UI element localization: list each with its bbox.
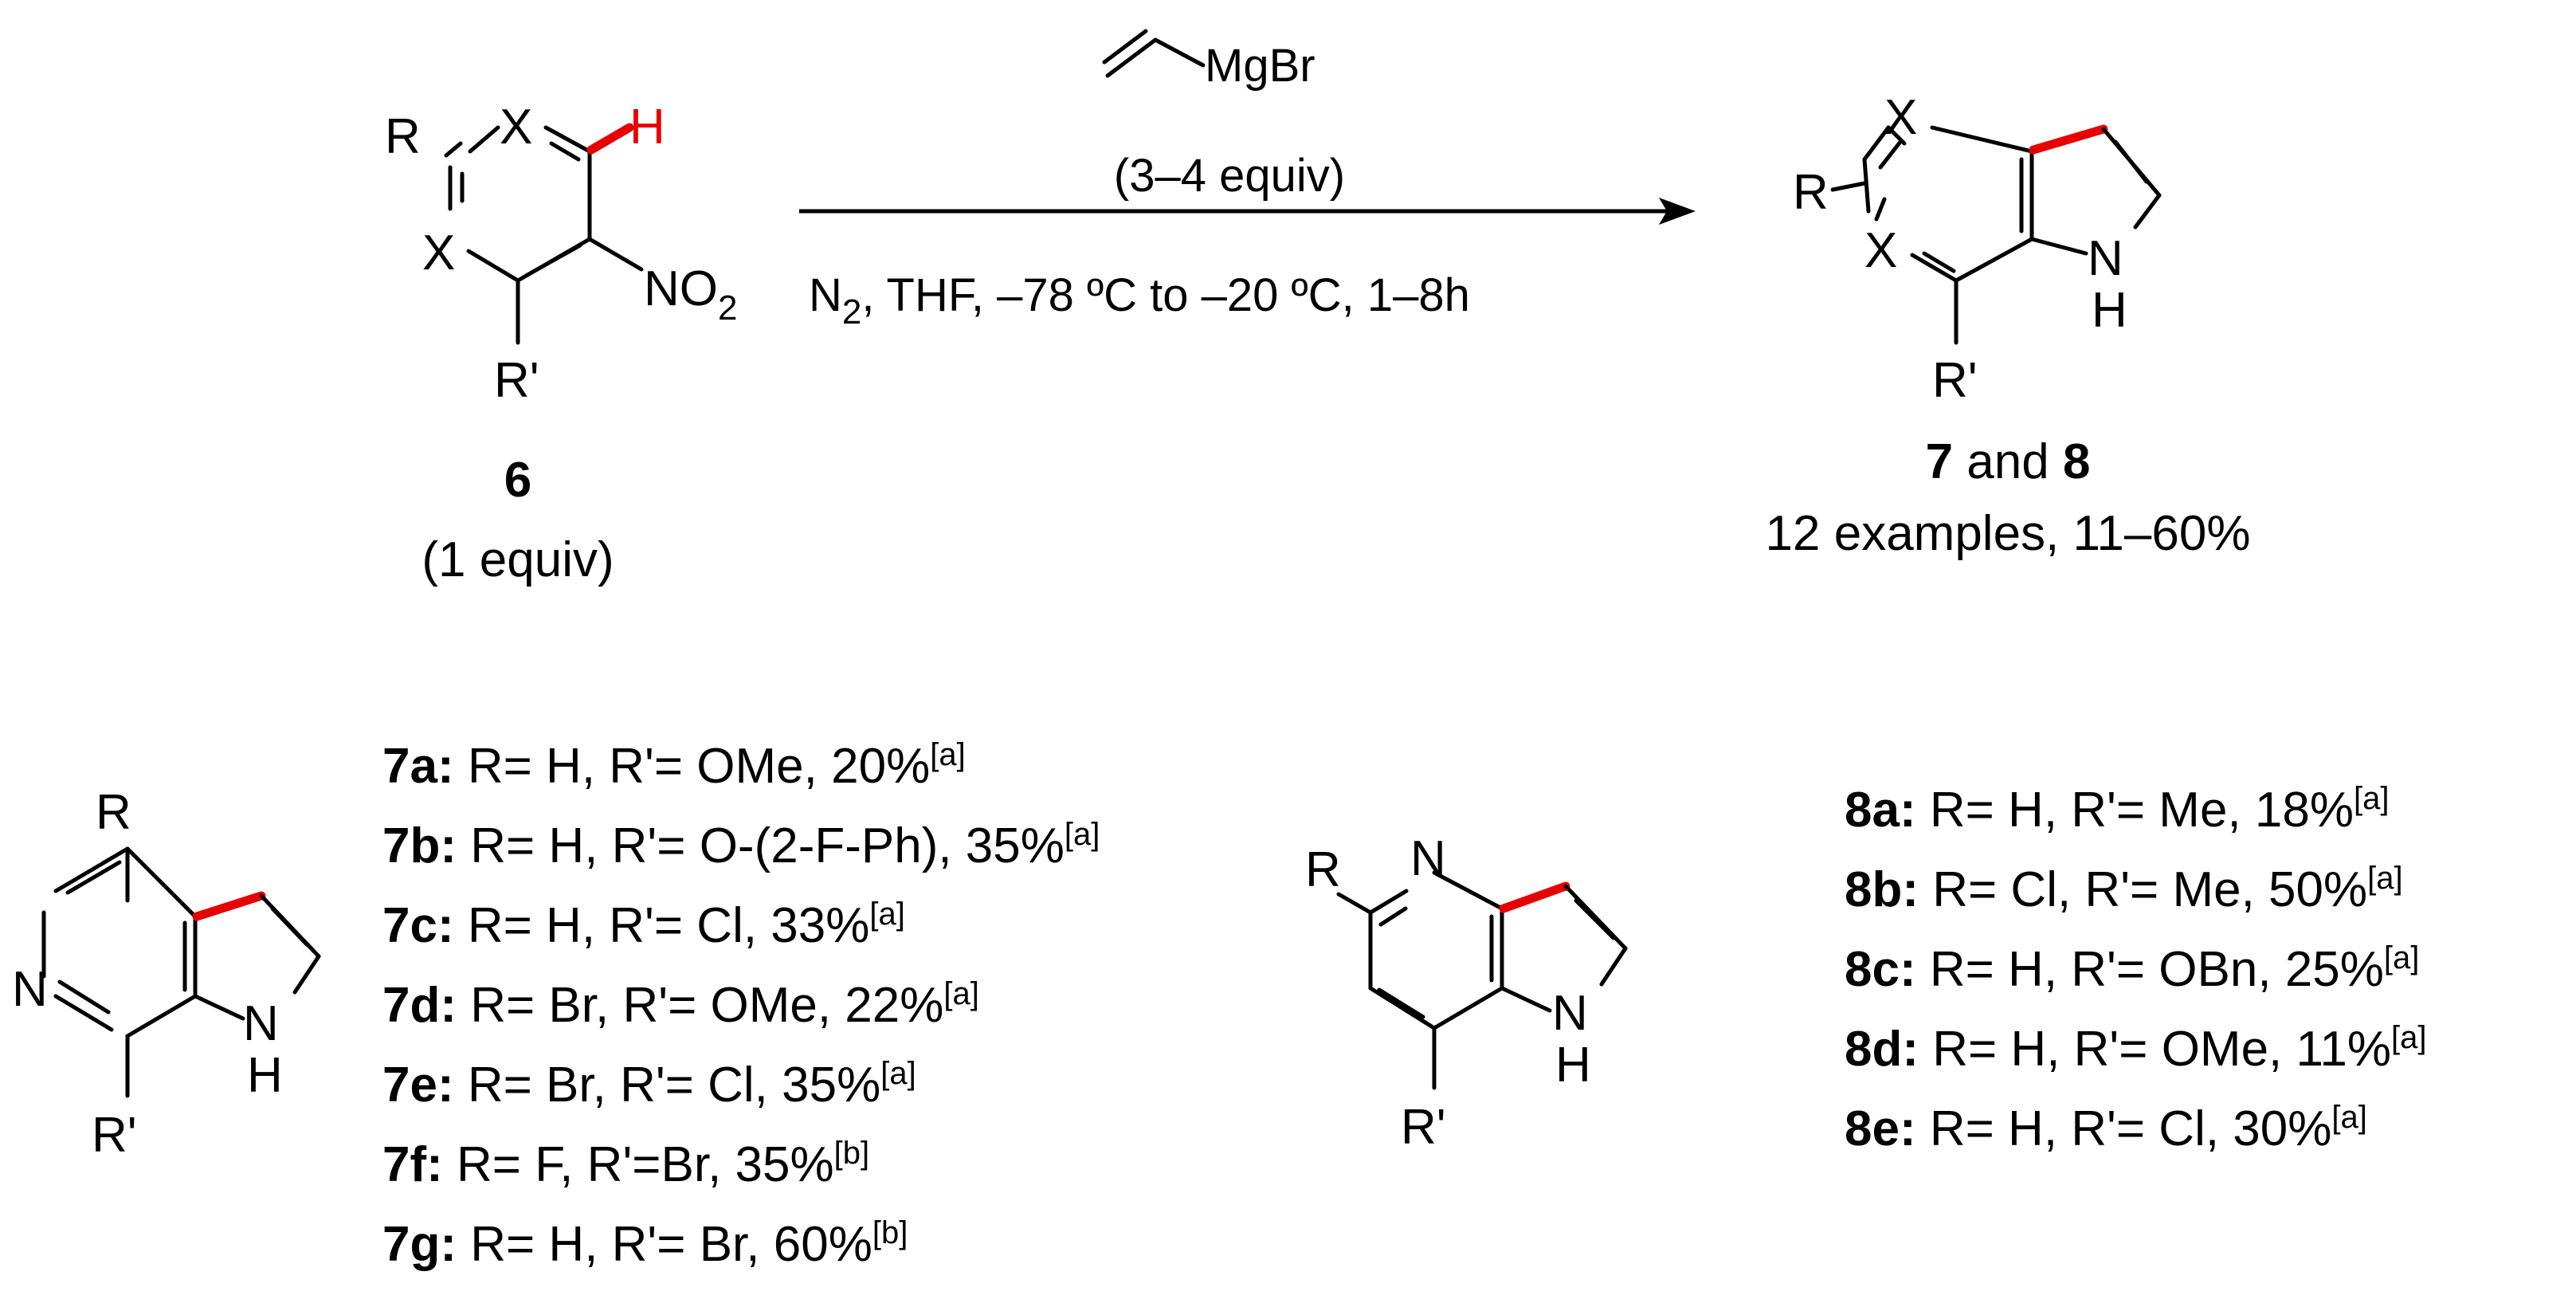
nh-n-label: N (1552, 986, 1588, 1041)
highlighted-c-c-bond (1499, 881, 1570, 913)
r-prime-label: R' (494, 353, 539, 408)
list-item: 7a: R= H, R'= OMe, 20%[a] (382, 737, 966, 794)
structure-7-azaindole: R N N H R' (12, 785, 321, 1163)
product-label: 7 and 8 (1926, 434, 2091, 489)
nh-h-label: H (247, 1048, 283, 1103)
reaction-conditions: N2, THF, –78 ºC to –20 ºC, 1–8h (809, 269, 1470, 332)
r-label: R (1793, 165, 1829, 220)
starting-material-6: R X H X NO2 R' (385, 100, 737, 408)
x-label: X (1864, 223, 1897, 278)
reagent-equiv: (3–4 equiv) (1114, 150, 1345, 202)
r-prime-label: R' (1932, 353, 1978, 408)
list-item: 8a: R= H, R'= Me, 18%[a] (1845, 781, 2389, 838)
list-item: 8e: R= H, R'= Cl, 30%[a] (1845, 1100, 2367, 1156)
list-item: 7g: R= H, R'= Br, 60%[b] (382, 1215, 908, 1272)
pyridine-n-label: N (1410, 831, 1446, 886)
nh-h-label: H (2092, 283, 2127, 338)
list-item: 7c: R= H, R'= Cl, 33%[a] (382, 897, 905, 953)
list-item: 8d: R= H, R'= OMe, 11%[a] (1845, 1020, 2426, 1077)
list-item: 7b: R= H, R'= O-(2-F-Ph), 35%[a] (382, 817, 1100, 873)
highlighted-c-c-bond (192, 891, 266, 921)
product-azaindole: R X X N H R' (1793, 90, 2162, 408)
structure-8-azaindole: R N N H R' (1305, 831, 1628, 1155)
r-label: R (96, 785, 131, 840)
h-label: H (629, 100, 665, 155)
nh-n-label: N (243, 996, 279, 1051)
series-7-list: 7a: R= H, R'= OMe, 20%[a] 7b: R= H, R'= … (382, 737, 1100, 1272)
highlighted-c-c-bond (2029, 124, 2108, 155)
list-item: 8c: R= H, R'= OBn, 25%[a] (1845, 940, 2419, 997)
r-label: R (1305, 842, 1341, 897)
highlighted-ch-bond (586, 123, 634, 155)
nh-n-label: N (2088, 231, 2123, 286)
x-label: X (422, 226, 455, 281)
nh-h-label: H (1555, 1038, 1591, 1093)
r-prime-label: R' (1401, 1100, 1446, 1155)
series-8-list: 8a: R= H, R'= Me, 18%[a] 8b: R= Cl, R'= … (1845, 781, 2426, 1156)
reaction-arrowhead (1659, 198, 1696, 225)
product-summary: 12 examples, 11–60% (1766, 506, 2251, 561)
vinyl-grignard-reagent: MgBr (1102, 29, 1315, 92)
x-label: X (1884, 90, 1917, 145)
list-item: 8b: R= Cl, R'= Me, 50%[a] (1845, 861, 2403, 917)
compound-6-equiv: (1 equiv) (421, 532, 614, 587)
list-item: 7f: R= F, R'=Br, 35%[b] (382, 1136, 869, 1192)
x-label: X (500, 100, 532, 155)
r-label: R (385, 109, 421, 164)
list-item: 7e: R= Br, R'= Cl, 35%[a] (382, 1056, 916, 1113)
list-item: 7d: R= Br, R'= OMe, 22%[a] (382, 976, 979, 1033)
r-prime-label: R' (92, 1108, 137, 1163)
reagent-mgbr: MgBr (1205, 40, 1315, 92)
pyridine-n-label: N (12, 962, 48, 1017)
compound-label-6: 6 (504, 453, 531, 508)
nitro-label: NO2 (644, 261, 737, 328)
